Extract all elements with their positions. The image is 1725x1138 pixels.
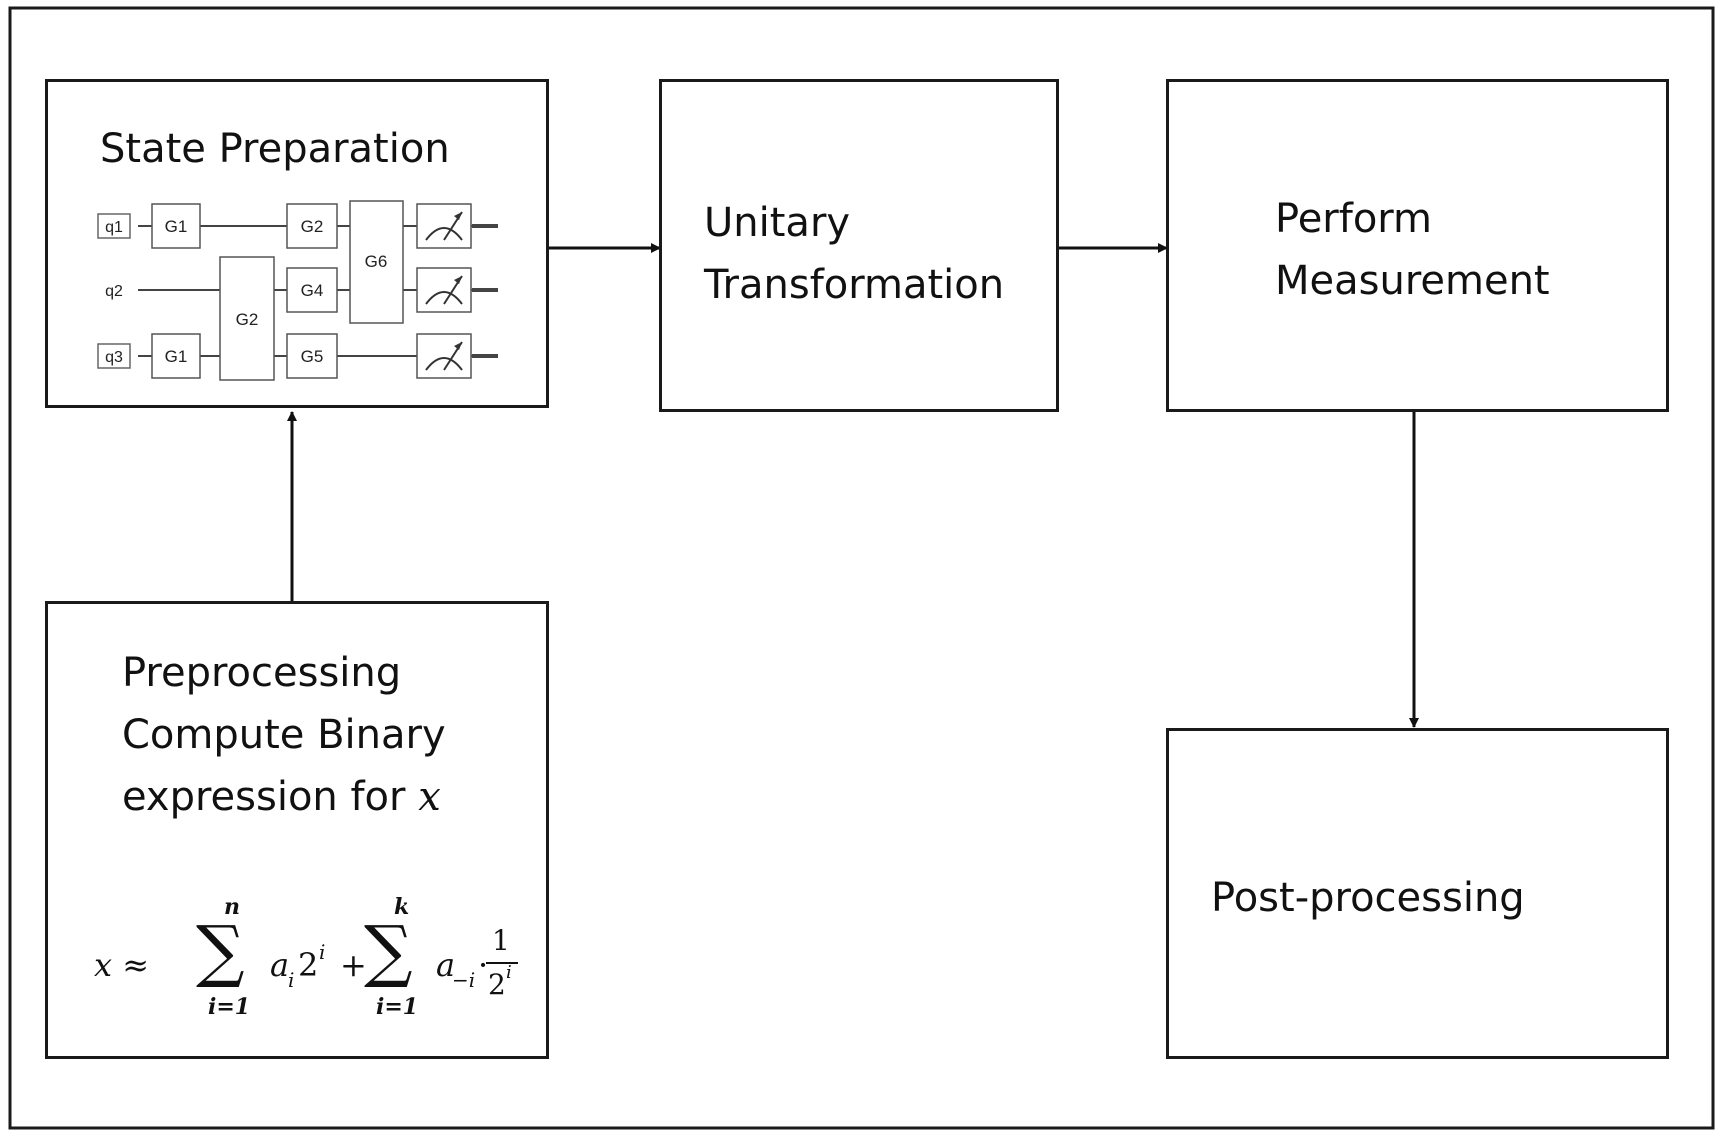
variable-x: x: [418, 774, 441, 820]
sum1-sigma-icon: ∑: [196, 912, 245, 991]
formula-term1-base: a: [270, 946, 290, 984]
formula-plus: +: [340, 946, 367, 984]
gate-g4: G4: [286, 267, 338, 313]
preprocessing-line2: Compute Binary: [122, 712, 446, 758]
state-preparation-title: State Preparation: [100, 126, 450, 172]
sum2-sigma-icon: ∑: [364, 912, 413, 991]
svg-text:G1: G1: [165, 347, 188, 366]
formula-term1-pow: 2: [298, 946, 319, 984]
unitary-line1: Unitary: [704, 200, 851, 246]
post-processing-label: Post-processing: [1211, 875, 1525, 921]
svg-text:G1: G1: [165, 217, 188, 236]
formula-sum1-lower: i=1: [208, 994, 251, 1020]
formula-term2-base: a: [436, 946, 456, 984]
formula-sum2-lower: i=1: [376, 994, 419, 1020]
perform-measurement-box: Perform Measurement: [1166, 79, 1669, 412]
formula-lhs: x ≈: [94, 946, 150, 984]
gate-g2-q1: G2: [286, 203, 338, 249]
formula-sum1-upper: n: [224, 894, 240, 920]
formula-frac-exp: i: [506, 962, 512, 983]
state-preparation-box: State Preparation q1 q2 q3 G1 G2: [45, 79, 549, 408]
quantum-circuit: q1 q2 q3 G1 G2 G2 G4 G6: [97, 200, 498, 381]
qubit-q2: q2: [97, 277, 131, 303]
svg-text:G2: G2: [236, 310, 259, 329]
gate-g2-q2q3: G2: [219, 256, 275, 381]
formula-term1-exp: i: [319, 940, 326, 964]
formula-frac-den: 2: [488, 968, 506, 1001]
preprocessing-line1: Preprocessing: [122, 650, 402, 696]
gate-g5: G5: [286, 333, 338, 379]
gate-g6: G6: [349, 200, 404, 324]
svg-text:q1: q1: [105, 219, 123, 236]
post-processing-box: Post-processing: [1166, 728, 1669, 1059]
formula-term1-sub: i: [288, 968, 295, 992]
measurement-line2: Measurement: [1275, 258, 1550, 304]
formula-frac-num: 1: [492, 924, 510, 957]
formula-frac-bar: [486, 962, 518, 964]
gate-g1-q3: G1: [151, 333, 201, 379]
formula-sum2-upper: k: [394, 894, 410, 920]
svg-text:G2: G2: [301, 217, 324, 236]
svg-text:G5: G5: [301, 347, 324, 366]
svg-text:q2: q2: [105, 283, 123, 300]
preprocessing-line3: expression for x: [122, 774, 441, 820]
outer-border: [8, 6, 1715, 1130]
unitary-transformation-box: Unitary Transformation: [659, 79, 1059, 412]
formula-dot: ·: [478, 946, 489, 984]
svg-text:G4: G4: [301, 281, 324, 300]
formula-term2-sub: −i: [452, 968, 476, 992]
unitary-line2: Transformation: [704, 262, 1005, 308]
meter-icon-q1: [416, 203, 472, 249]
preprocessing-box: Preprocessing Compute Binary expression …: [45, 601, 549, 1059]
svg-text:G6: G6: [365, 252, 388, 271]
gate-g1-q1: G1: [151, 203, 201, 249]
measurement-line1: Perform: [1275, 196, 1433, 242]
meter-icon-q3: [416, 333, 472, 379]
qubit-q1: q1: [97, 213, 131, 239]
meter-icon-q2: [416, 267, 472, 313]
binary-expansion-formula: x ≈ n ∑ i=1 a i 2 i + k ∑ i=1 a −i · 1 2…: [94, 894, 518, 1034]
svg-text:q3: q3: [105, 349, 123, 366]
qubit-q3: q3: [97, 343, 131, 369]
